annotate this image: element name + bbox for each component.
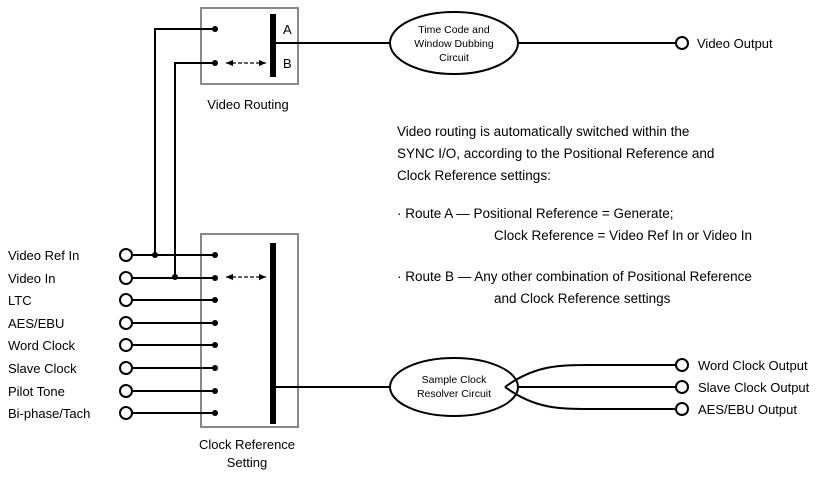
input-connector: [119, 361, 133, 375]
output-wire: [504, 364, 676, 388]
input-aes-ebu: AES/EBU: [8, 316, 218, 331]
input-label: Video In: [8, 271, 55, 286]
input-video-in: Video In: [8, 271, 218, 286]
switch-contact: [212, 410, 218, 416]
input-ltc: LTC: [8, 293, 218, 308]
clock-reference-switch: Clock Reference Setting: [199, 233, 299, 470]
input-label: LTC: [8, 293, 32, 308]
output-wire: [504, 386, 676, 410]
route-b-line-2: and Clock Reference settings: [494, 291, 671, 306]
video-routing-box: [200, 7, 299, 85]
input-label: Bi-phase/Tach: [8, 406, 90, 421]
input-connector: [119, 316, 133, 330]
video-ref-feed-wire: [154, 28, 215, 255]
input-connector: [119, 293, 133, 307]
video-routing-switch: A B Video Routing: [200, 7, 299, 112]
sample-clock-line-2: Resolver Circuit: [417, 388, 491, 400]
input-pilot-tone: Pilot Tone: [8, 384, 218, 399]
clock-reference-bus: [270, 243, 276, 424]
input-video-ref-in: Video Ref In: [8, 248, 218, 263]
input-connector: [119, 248, 133, 262]
input-label: Word Clock: [8, 338, 75, 353]
note-line-3: Clock Reference settings:: [397, 168, 551, 183]
input-label: AES/EBU: [8, 316, 64, 331]
routing-note: Video routing is automatically switched …: [397, 124, 752, 306]
switch-label-a: A: [283, 22, 292, 37]
time-code-line-1: Time Code and: [418, 24, 490, 36]
video-routing-bus: [270, 14, 276, 77]
input-connector: [119, 384, 133, 398]
route-a-line-2: Clock Reference = Video Ref In or Video …: [494, 228, 752, 243]
input-connector: [119, 271, 133, 285]
input-label: Pilot Tone: [8, 384, 65, 399]
note-line-1: Video routing is automatically switched …: [397, 124, 689, 139]
input-label: Slave Clock: [8, 361, 77, 376]
switch-label-b: B: [283, 56, 292, 71]
sample-clock-line-1: Sample Clock: [422, 374, 488, 386]
video-output-label: Video Output: [697, 36, 773, 51]
switch-contact: [212, 365, 218, 371]
video-feed-wires: [152, 28, 215, 280]
output-label: AES/EBU Output: [698, 402, 797, 417]
output-word-clock-output: Word Clock Output: [504, 358, 808, 388]
time-code-line-3: Circuit: [439, 52, 469, 64]
input-connector: [119, 338, 133, 352]
sample-clock-circuit-oval: [389, 357, 519, 417]
switch-contact: [212, 252, 218, 258]
input-label: Video Ref In: [8, 248, 79, 263]
input-connector: [119, 406, 133, 420]
junction-dot: [172, 274, 178, 280]
junction-dot: [152, 252, 158, 258]
video-in-feed-wire: [174, 62, 215, 277]
input-connectors: Video Ref In Video In LTC AES/EBU Word Clock…: [8, 248, 218, 421]
time-code-circuit: Time Code and Window Dubbing Circuit Vid…: [276, 11, 773, 75]
output-connector: [675, 358, 689, 372]
output-label: Word Clock Output: [698, 358, 808, 373]
video-routing-label: Video Routing: [207, 97, 288, 112]
switch-contact: [212, 297, 218, 303]
clock-reference-label-2: Setting: [227, 455, 267, 470]
sample-clock-circuit: Sample Clock Resolver Circuit Word Clock…: [276, 357, 810, 417]
switch-contact: [212, 342, 218, 348]
switch-contact: [212, 320, 218, 326]
output-connector: [675, 380, 689, 394]
time-code-line-2: Window Dubbing: [414, 38, 494, 50]
route-b-line-1: · Route B — Any other combination of Pos…: [397, 269, 752, 284]
input-slave-clock: Slave Clock: [8, 361, 218, 376]
input-word-clock: Word Clock: [8, 338, 218, 353]
clock-reference-label-1: Clock Reference: [199, 437, 295, 452]
note-line-2: SYNC I/O, according to the Positional Re…: [397, 146, 714, 161]
clock-reference-box: [200, 233, 299, 428]
switch-contact: [212, 388, 218, 394]
video-output-connector: [675, 36, 689, 50]
switch-contact: [212, 275, 218, 281]
input-bi-phase-tach: Bi-phase/Tach: [8, 406, 218, 421]
output-slave-clock-output: Slave Clock Output: [518, 380, 810, 395]
output-connector: [675, 402, 689, 416]
output-label: Slave Clock Output: [698, 380, 810, 395]
output-aes-ebu-output: AES/EBU Output: [504, 386, 797, 417]
route-a-line-1: · Route A — Positional Reference = Gener…: [397, 206, 674, 221]
